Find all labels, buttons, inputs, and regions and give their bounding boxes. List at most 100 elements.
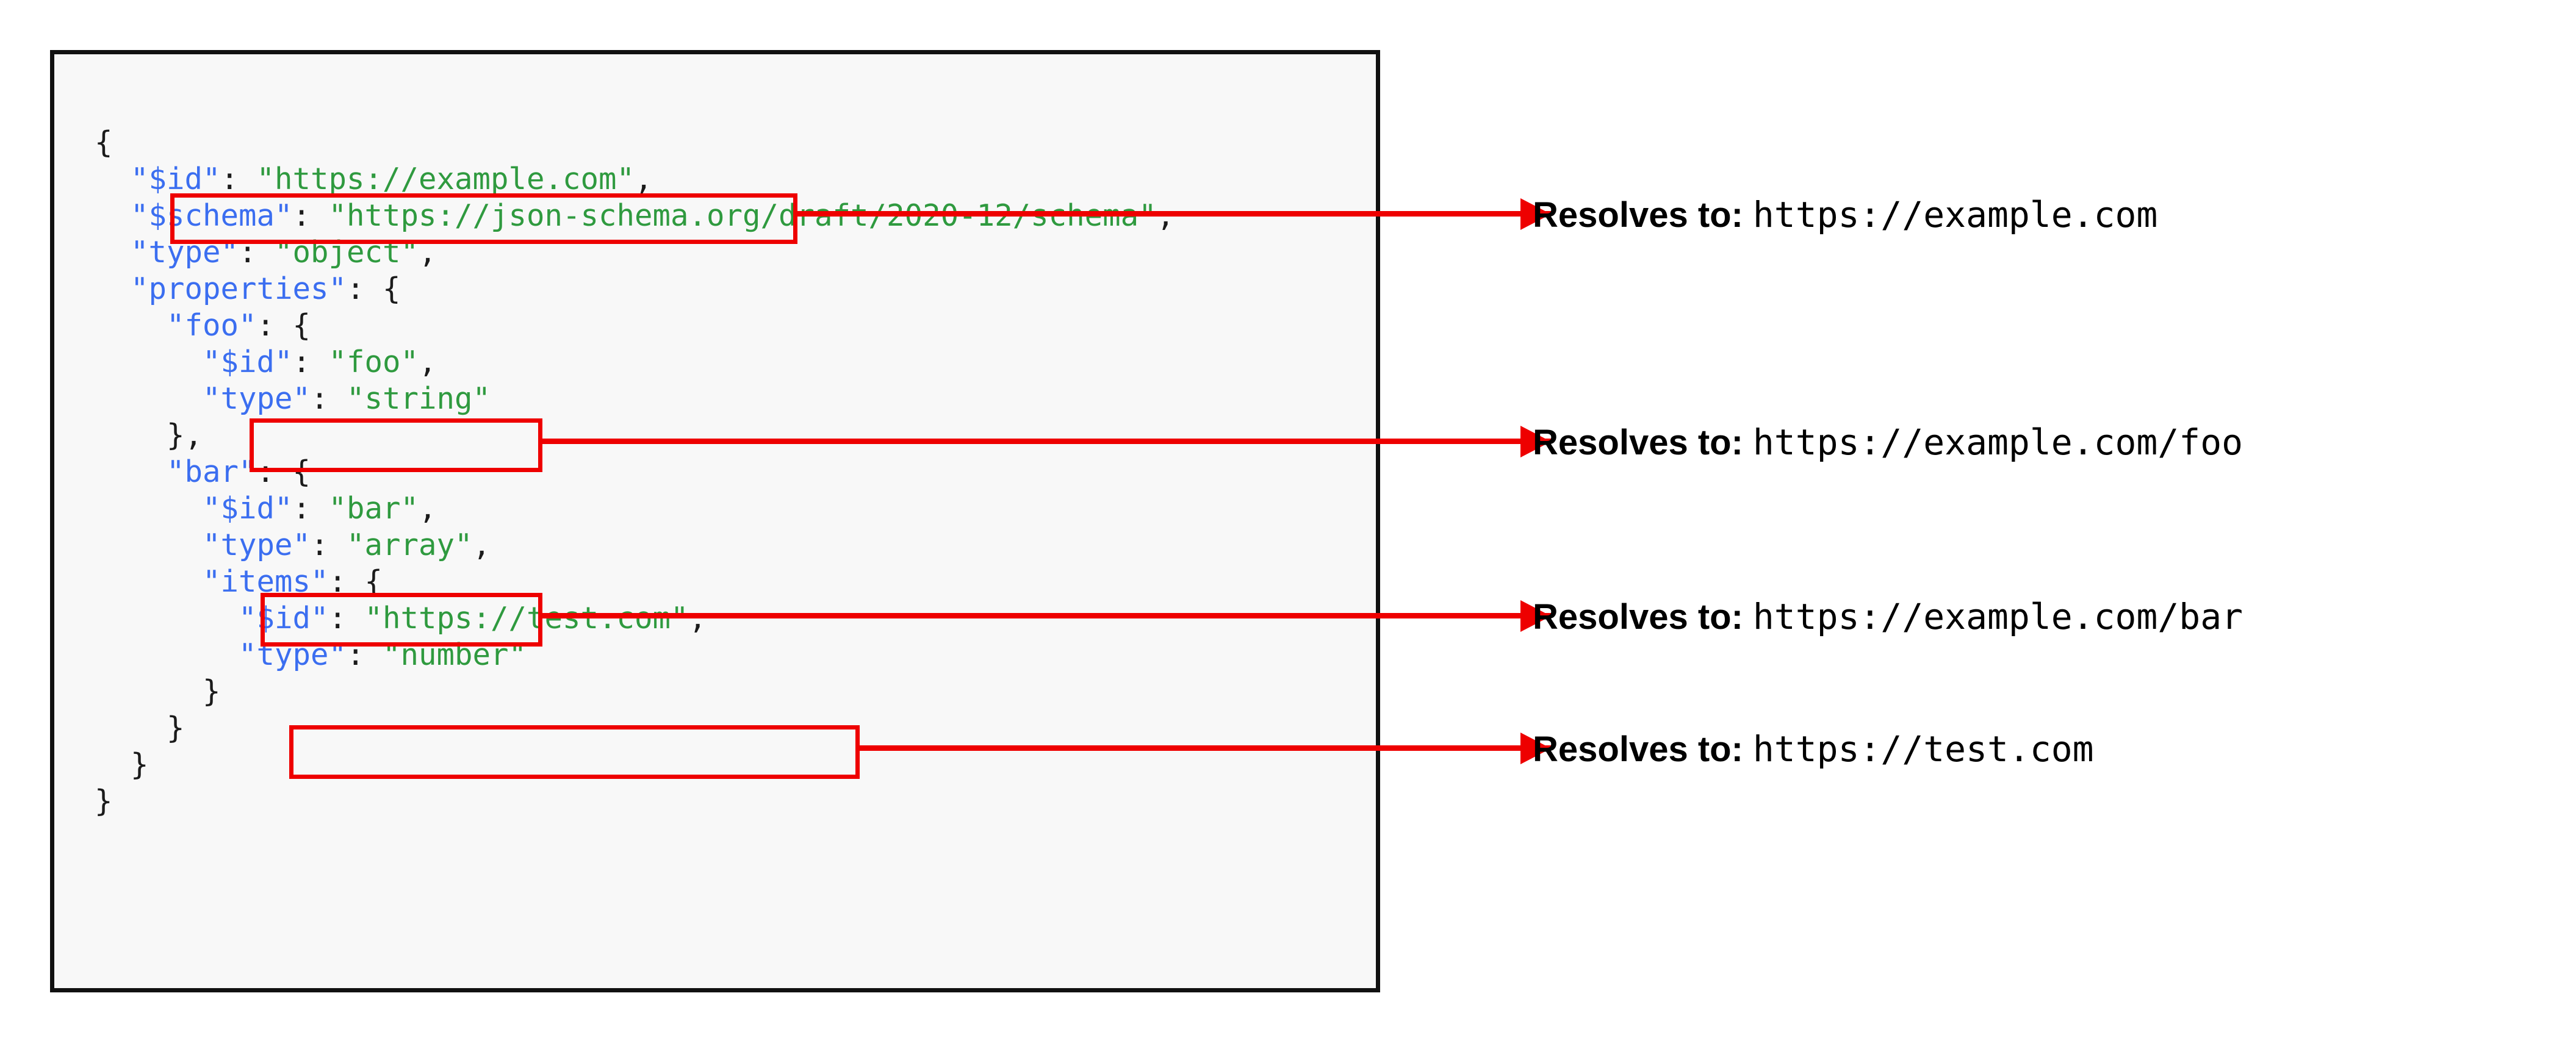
code-string-token: "object" [275,235,419,270]
code-line: "items": { [95,564,1175,600]
code-line: { [95,124,1175,161]
code-punctuation-token: : [311,528,347,562]
code-key-token: "foo" [167,308,257,343]
arrow-line-foo-id [538,439,1551,444]
resolves-to-label: Resolves to: [1533,423,1743,462]
code-punctuation-token: : [292,491,329,526]
code-indent [95,271,131,306]
code-punctuation-token: , [419,491,437,526]
code-key-token: "type" [131,235,239,270]
code-line: "$id": "https://test.com", [95,600,1175,637]
code-indent [95,711,167,745]
code-punctuation-token: }, [167,418,203,453]
code-punctuation-token: : { [256,308,311,343]
code-indent [95,418,167,453]
arrow-line-root-id [793,211,1551,217]
code-line: "type": "object", [95,234,1175,271]
code-line: } [95,710,1175,747]
code-punctuation-token: } [95,784,113,819]
code-indent [95,528,203,562]
resolves-to-row-bar-id: Resolves to:https://example.com/bar [1533,599,2243,635]
code-string-token: "bar" [328,491,419,526]
code-key-token: "$id" [131,162,221,196]
code-punctuation-token: : [311,381,347,416]
code-punctuation-token: : { [328,564,383,599]
code-line: "type": "array", [95,527,1175,564]
resolves-to-row-foo-id: Resolves to:https://example.com/foo [1533,425,2243,461]
code-indent [95,601,239,636]
code-indent [95,454,167,489]
code-key-token: "type" [203,381,311,416]
json-code-listing: { "$id": "https://example.com", "$schema… [95,124,1175,820]
code-punctuation-token: : { [347,271,401,306]
code-string-token: "foo" [328,345,419,379]
code-punctuation-token: { [95,125,113,160]
arrow-head-icon-bar-id [1520,600,1551,632]
code-indent [95,308,167,343]
code-key-token: "$schema" [131,198,293,233]
code-indent [95,381,203,416]
code-punctuation-token: } [131,747,149,782]
code-line: "$id": "foo", [95,344,1175,381]
code-indent [95,747,131,782]
code-indent [95,564,203,599]
code-line: } [95,747,1175,783]
code-punctuation-token: , [419,345,437,379]
code-line: } [95,673,1175,710]
code-string-token: "https://example.com" [256,162,635,196]
code-indent [95,674,203,709]
code-punctuation-token: , [472,528,491,562]
code-punctuation-token: : { [256,454,311,489]
resolves-to-row-items-id: Resolves to:https://test.com [1533,731,2094,767]
code-line: "bar": { [95,454,1175,490]
code-punctuation-token: , [419,235,437,270]
code-key-token: "$id" [203,345,293,379]
resolves-to-label: Resolves to: [1533,729,1743,769]
code-indent [95,345,203,379]
arrow-head-icon-items-id [1520,733,1551,764]
resolves-to-row-root-id: Resolves to:https://example.com [1533,197,2157,233]
code-key-token: "$id" [203,491,293,526]
code-key-token: "$id" [239,601,329,636]
json-code-panel: { "$id": "https://example.com", "$schema… [50,50,1380,992]
code-punctuation-token: : [347,637,383,672]
code-key-token: "properties" [131,271,347,306]
resolves-to-label: Resolves to: [1533,597,1743,637]
code-punctuation-token: : [220,162,257,196]
code-key-token: "bar" [167,454,257,489]
code-indent [95,491,203,526]
arrow-head-icon-root-id [1520,198,1551,230]
code-key-token: "type" [203,528,311,562]
code-indent [95,235,131,270]
code-line: "type": "number" [95,637,1175,673]
code-string-token: "string" [347,381,491,416]
code-punctuation-token: : [292,198,329,233]
resolved-url-value: https://test.com [1752,728,2094,770]
code-string-token: "array" [347,528,473,562]
code-punctuation-token: : [292,345,329,379]
code-line: "type": "string" [95,381,1175,417]
arrow-line-items-id [855,745,1551,751]
code-line: "$id": "bar", [95,490,1175,527]
code-indent [95,162,131,196]
code-punctuation-token: , [635,162,653,196]
code-indent [95,637,239,672]
code-string-token: "number" [383,637,527,672]
code-punctuation-token: } [203,674,221,709]
code-line: "$id": "https://example.com", [95,161,1175,198]
resolved-url-value: https://example.com [1752,194,2158,235]
resolved-url-value: https://example.com/foo [1752,421,2243,463]
arrow-head-icon-foo-id [1520,426,1551,457]
code-punctuation-token: : [239,235,275,270]
resolved-url-value: https://example.com/bar [1752,596,2243,637]
code-line: "foo": { [95,307,1175,344]
arrow-line-bar-id [538,613,1551,618]
code-line: } [95,783,1175,820]
code-punctuation-token: } [167,711,185,745]
code-key-token: "type" [239,637,347,672]
code-line: }, [95,417,1175,454]
resolves-to-label: Resolves to: [1533,195,1743,235]
code-indent [95,198,131,233]
code-line: "properties": { [95,271,1175,307]
